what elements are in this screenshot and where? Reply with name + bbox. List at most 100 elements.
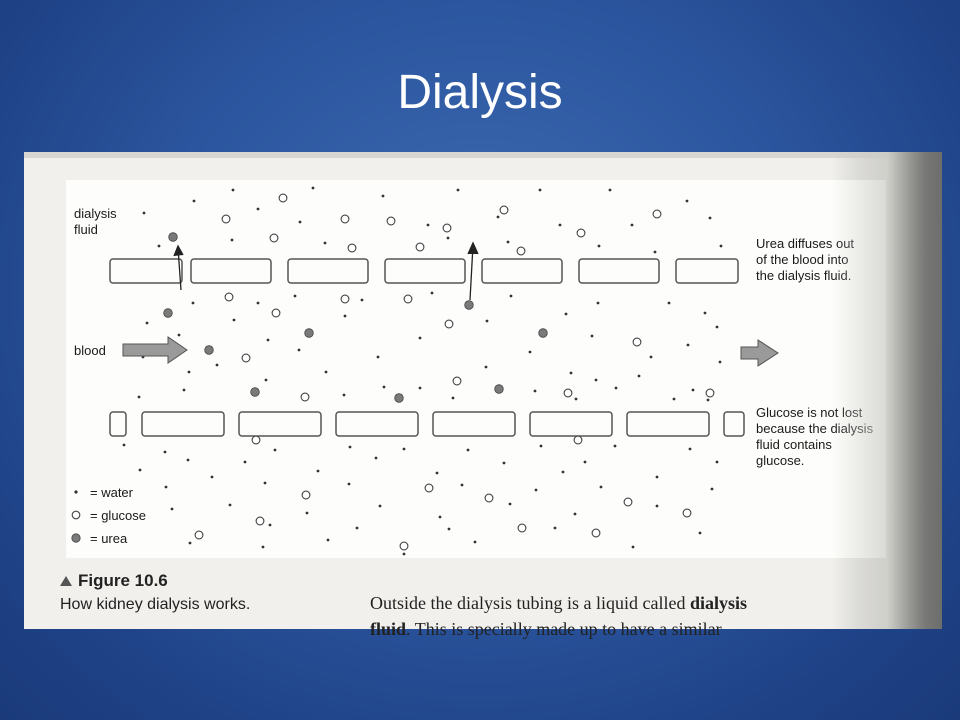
water-molecule: [538, 188, 542, 192]
water-molecule: [138, 468, 142, 472]
membrane-segment: [109, 258, 183, 284]
glucose-molecule: [347, 243, 357, 253]
water-molecule: [311, 186, 315, 190]
water-molecule: [590, 334, 594, 338]
water-molecule: [446, 236, 450, 240]
water-molecule: [573, 512, 577, 516]
water-molecule: [256, 301, 260, 305]
water-molecule: [177, 333, 181, 337]
glucose-molecule: [442, 223, 452, 233]
water-molecule: [402, 447, 406, 451]
water-molecule: [232, 318, 236, 322]
water-molecule: [594, 378, 598, 382]
water-molecule: [243, 460, 247, 464]
water-molecule: [637, 374, 641, 378]
figure-marker-icon: [60, 576, 72, 586]
glucose-molecule: [386, 216, 396, 226]
water-molecule: [316, 469, 320, 473]
glucose-molecule: [499, 205, 509, 215]
water-molecule: [157, 244, 161, 248]
membrane-segment: [190, 258, 272, 284]
figure-number: Figure 10.6: [78, 571, 168, 590]
water-molecule: [228, 503, 232, 507]
water-molecule: [326, 538, 330, 542]
water-molecule: [533, 389, 537, 393]
water-molecule: [324, 370, 328, 374]
membrane-segment: [481, 258, 563, 284]
urea-diffusion-arrow: [173, 244, 184, 291]
water-molecule: [137, 395, 141, 399]
water-molecule: [451, 396, 455, 400]
urea-molecule: [538, 328, 548, 338]
water-molecule: [502, 461, 506, 465]
membrane-segment: [109, 411, 127, 437]
water-molecule: [230, 238, 234, 242]
urea-molecule: [163, 308, 173, 318]
water-molecule: [667, 301, 671, 305]
water-molecule: [719, 244, 723, 248]
glucose-molecule: [415, 242, 425, 252]
water-molecule: [347, 482, 351, 486]
water-molecule: [655, 475, 659, 479]
blood-flow-arrow: [740, 339, 779, 367]
water-molecule: [456, 188, 460, 192]
water-molecule: [273, 448, 277, 452]
water-molecule: [355, 526, 359, 530]
water-molecule: [187, 370, 191, 374]
glucose-molecule: [682, 508, 692, 518]
water-molecule: [342, 393, 346, 397]
glucose-molecule: [399, 541, 409, 551]
glucose-molecule: [484, 493, 494, 503]
water-molecule: [256, 207, 260, 211]
glucose-molecule: [241, 353, 251, 363]
membrane-segment: [238, 411, 322, 437]
water-molecule: [597, 244, 601, 248]
membrane-segment: [675, 258, 739, 284]
water-molecule: [528, 350, 532, 354]
glucose-molecule: [340, 214, 350, 224]
water-molecule: [496, 215, 500, 219]
dialysis-fluid-label: dialysis fluid: [74, 206, 117, 237]
urea-annotation: Urea diffuses out of the blood into the …: [756, 236, 855, 283]
water-molecule: [418, 386, 422, 390]
membrane-segment: [723, 411, 745, 437]
water-molecule: [266, 338, 270, 342]
glucose-molecule: [278, 193, 288, 203]
glucose-molecule: [221, 214, 231, 224]
membrane-segment: [432, 411, 516, 437]
water-molecule: [343, 314, 347, 318]
urea-molecule: [204, 345, 214, 355]
glucose-molecule: [224, 292, 234, 302]
water-molecule: [718, 360, 722, 364]
glucose-molecule: [632, 337, 642, 347]
glucose-molecule: [444, 319, 454, 329]
water-molecule: [186, 458, 190, 462]
water-molecule: [293, 294, 297, 298]
water-molecule: [323, 241, 327, 245]
water-molecule: [466, 448, 470, 452]
water-molecule: [164, 485, 168, 489]
water-molecule: [564, 312, 568, 316]
slide-title: Dialysis: [397, 66, 563, 119]
urea-molecule: [304, 328, 314, 338]
glucose-annotation: Glucose is not lost because the dialysis…: [756, 405, 874, 468]
water-molecule: [374, 456, 378, 460]
membrane-segment: [141, 411, 225, 437]
glucose-molecule: [705, 388, 715, 398]
water-molecule: [655, 504, 659, 508]
membrane-segment: [578, 258, 660, 284]
water-molecule: [608, 188, 612, 192]
glucose-molecule: [576, 228, 586, 238]
glucose-legend-icon: [71, 510, 81, 520]
legend-urea: = urea: [90, 531, 128, 546]
water-molecule: [402, 552, 406, 556]
water-molecule: [583, 460, 587, 464]
water-molecule: [653, 250, 657, 254]
water-molecule: [506, 240, 510, 244]
water-molecule: [599, 485, 603, 489]
glucose-molecule: [424, 483, 434, 493]
urea-molecule: [168, 232, 178, 242]
water-molecule: [438, 515, 442, 519]
glucose-molecule: [255, 516, 265, 526]
